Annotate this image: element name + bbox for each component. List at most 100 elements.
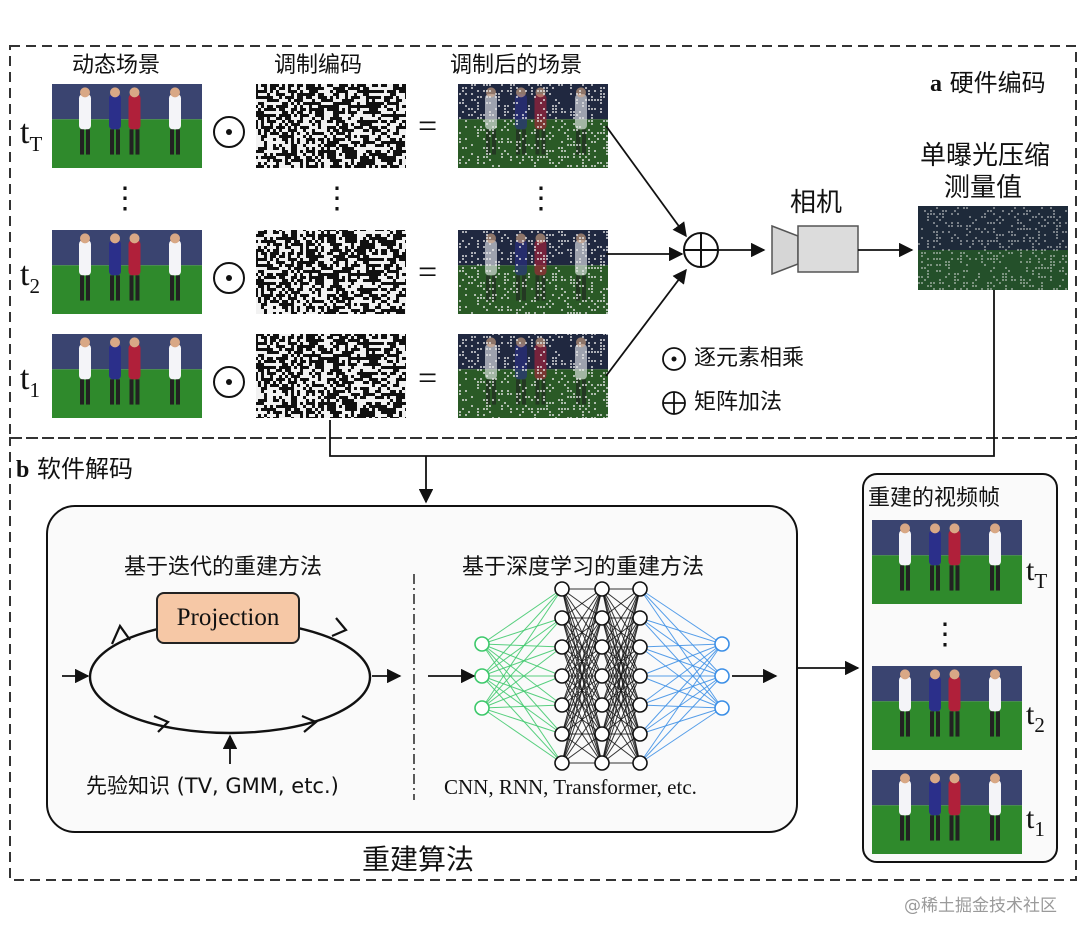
- network-edge: [481, 643, 563, 764]
- column-mask-label: 调制编码: [274, 53, 363, 78]
- legend-addition-label: 矩阵加法: [694, 390, 783, 415]
- camera-label: 相机: [790, 188, 843, 218]
- network-node: [632, 697, 648, 713]
- output-label-tT: tT: [1026, 556, 1047, 592]
- deep-models-label: CNN, RNN, Transformer, etc.: [444, 775, 697, 799]
- hadamard-icon: [213, 366, 245, 398]
- network-node: [554, 610, 570, 626]
- network-node: [554, 755, 570, 771]
- row-sub: 2: [29, 274, 40, 298]
- hardware-title: a 硬件编码: [930, 71, 1046, 96]
- equals-sign: =: [418, 254, 438, 291]
- network-edge: [639, 617, 723, 645]
- arrow-modT-to-sum: [605, 125, 687, 238]
- network-node: [554, 639, 570, 655]
- output-frame: [872, 770, 1022, 854]
- row-label-t2: t2: [20, 258, 40, 297]
- equals-sign: =: [418, 108, 438, 145]
- software-tag: b: [16, 457, 30, 483]
- hardware-title-text: 硬件编码: [949, 69, 1046, 97]
- measurement-line2: 测量值: [944, 173, 1023, 203]
- ellipsis-scene: ⋮: [110, 182, 140, 215]
- output-label-t2: t2: [1026, 700, 1045, 736]
- network-edge: [601, 588, 641, 706]
- mask-images: [256, 84, 406, 418]
- network-node: [594, 726, 610, 742]
- scene-images: [52, 84, 202, 418]
- ellipsis-modulated: ⋮: [526, 182, 556, 215]
- network-edge: [561, 675, 603, 764]
- network-edge: [601, 675, 641, 764]
- column-scene-label: 动态场景: [72, 53, 161, 78]
- network-edge: [481, 643, 563, 648]
- network-node: [554, 668, 570, 684]
- network-edge: [639, 707, 723, 735]
- ellipsis-mask: ⋮: [322, 182, 352, 215]
- hadamard-operators: [213, 116, 245, 398]
- network-edge: [481, 646, 563, 709]
- row-t: t: [20, 114, 30, 151]
- camera-icon: [771, 224, 859, 276]
- network-edge: [481, 675, 563, 706]
- network-node: [474, 636, 490, 652]
- network-edge: [639, 588, 723, 645]
- network-edge: [639, 617, 723, 709]
- network-node: [594, 755, 610, 771]
- network-node: [714, 668, 730, 684]
- prior-knowledge-label: 先验知识 (TV, GMM, etc.): [86, 774, 339, 798]
- row-sub: 1: [29, 378, 40, 402]
- row-sub: T: [1034, 569, 1048, 593]
- network-edge: [639, 643, 723, 677]
- hardware-tag: a: [930, 71, 942, 97]
- scene-image: [52, 230, 202, 314]
- network-node: [474, 668, 490, 684]
- network-edge: [601, 704, 641, 764]
- output-frame: [872, 666, 1022, 750]
- network-edge: [639, 588, 723, 677]
- network-edge: [639, 617, 723, 677]
- network-node: [554, 581, 570, 597]
- network-edge: [561, 646, 603, 764]
- iterative-title: 基于迭代的重建方法: [124, 555, 323, 580]
- network-edge: [561, 588, 603, 735]
- hadamard-icon: [213, 262, 245, 294]
- network-node: [632, 726, 648, 742]
- network-edge: [601, 733, 641, 764]
- network-edge: [639, 643, 723, 706]
- network-edge: [639, 675, 723, 735]
- network-edge: [601, 588, 641, 735]
- network-edge: [481, 675, 563, 709]
- row-t: t: [20, 360, 30, 397]
- network-node: [632, 581, 648, 597]
- network-edge: [561, 617, 603, 764]
- watermark: @稀土掘金技术社区: [904, 896, 1057, 916]
- scene-image: [52, 84, 202, 168]
- row-t: t: [1026, 698, 1035, 731]
- network-edge: [561, 588, 603, 619]
- column-modulated-label: 调制后的场景: [450, 53, 583, 78]
- network-edge: [561, 733, 603, 764]
- network-edge: [601, 617, 641, 764]
- network-edge: [639, 675, 723, 709]
- modulated-images: [458, 84, 608, 418]
- ellipsis-output: ⋮: [930, 618, 960, 651]
- network-edge: [481, 707, 563, 735]
- modulated-image: [458, 334, 608, 418]
- network-node: [594, 639, 610, 655]
- network-edge: [481, 707, 563, 764]
- network-edge: [481, 588, 563, 677]
- legend-sum-icon: [662, 391, 686, 415]
- equals-sign: =: [418, 360, 438, 397]
- projection-block: Projection: [156, 592, 300, 644]
- software-title: b 软件解码: [16, 457, 133, 482]
- mask-image: [256, 334, 406, 418]
- network-edge: [601, 588, 641, 619]
- network-edge: [481, 643, 563, 677]
- network-edge: [561, 588, 603, 706]
- network-node: [632, 639, 648, 655]
- legend-hadamard-icon: [662, 347, 686, 371]
- network-edge: [639, 707, 723, 764]
- mask-image: [256, 84, 406, 168]
- row-sub: 2: [1034, 713, 1045, 737]
